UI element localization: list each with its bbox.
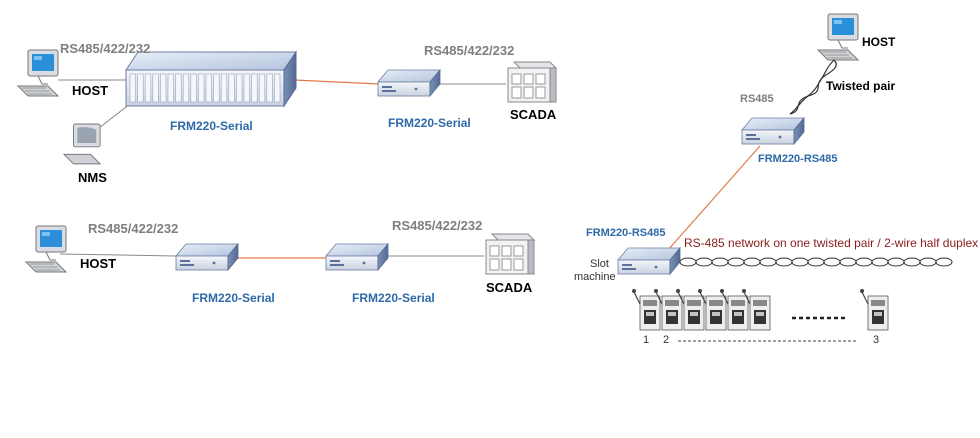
mid-frm-b-label: FRM220-Serial [352, 291, 435, 305]
top-scada-label: SCADA [510, 107, 557, 122]
slot-number-2: 2 [663, 334, 670, 346]
top-right-rs-label: RS485/422/232 [424, 43, 515, 58]
link-rack-box [293, 79, 381, 85]
rack-slot [137, 73, 144, 103]
rack-slot [251, 73, 258, 103]
frm220-rack-icon [125, 50, 297, 108]
rack-slot [160, 73, 167, 103]
rack-slot [175, 73, 182, 103]
frm-rs485-bottom-label: FRM220-RS485 [586, 227, 666, 239]
rack-slot [198, 73, 205, 103]
bus-twist [887, 257, 905, 267]
link-rs485-boxes [667, 145, 761, 251]
rack-slot [220, 73, 228, 103]
bus-twist [743, 257, 761, 267]
bus-twist [919, 257, 937, 267]
slot-number-1: 1 [643, 334, 650, 346]
top-frm-box-label: FRM220-Serial [388, 116, 471, 130]
rack-slot [266, 73, 273, 103]
bus-twist [791, 257, 809, 267]
rack-slot [182, 73, 190, 103]
twisted-pair-icon [789, 59, 837, 115]
mid-scada-label: SCADA [486, 280, 533, 295]
rack-slot [258, 73, 266, 103]
mid-right-rs-label: RS485/422/232 [392, 218, 483, 233]
slot-machine-icon [859, 288, 889, 331]
rack-slot [152, 73, 159, 103]
rack-slot [144, 73, 152, 103]
rack-slot [129, 73, 136, 103]
rack-slot [228, 73, 235, 103]
frm220-serial-box-b-icon [325, 243, 389, 271]
rs485-bus-twisted-pair [679, 257, 953, 267]
bus-twist [775, 257, 793, 267]
right-host-computer-icon [817, 13, 859, 61]
slot-number-3: 3 [873, 334, 880, 346]
rack-slot [167, 73, 174, 103]
bus-twist [807, 257, 825, 267]
bus-twist [695, 257, 713, 267]
mid-host-label: HOST [80, 256, 117, 271]
twisted-pair-label: Twisted pair [826, 79, 896, 93]
rack-slot [236, 73, 243, 103]
bus-twist [727, 257, 745, 267]
rack-slot [213, 73, 220, 103]
mid-frm-a-label: FRM220-Serial [192, 291, 275, 305]
bus-twist [871, 257, 889, 267]
slot-label-line1: Slot [590, 258, 609, 270]
rack-slot [274, 73, 281, 103]
frm220-serial-box-a-icon [175, 243, 239, 271]
frm-rs485-top-label: FRM220-RS485 [758, 153, 838, 165]
bus-twist [679, 257, 697, 267]
slot-machine-icon [631, 288, 661, 331]
bus-twist [759, 257, 777, 267]
right-host-label: HOST [862, 35, 896, 49]
bus-twist [855, 257, 873, 267]
mid-left-rs-label: RS485/422/232 [88, 221, 179, 236]
link-host-box-a [59, 253, 177, 257]
frm220-rs485-top-icon [741, 117, 805, 145]
top-nms-label: NMS [78, 170, 107, 185]
rack-slot [243, 73, 250, 103]
top-host-label: HOST [72, 83, 109, 98]
host-computer-icon-2 [25, 225, 67, 273]
scada-building-icon [507, 61, 557, 103]
top-left-rs-label: RS485/422/232 [60, 41, 151, 56]
bus-twist [935, 257, 953, 267]
frm220-rs485-bottom-icon [617, 247, 681, 275]
slot-label-line2: machine [574, 271, 616, 283]
frm220-serial-box-icon [377, 69, 441, 97]
rack-slot [190, 73, 197, 103]
slot-machines [631, 288, 889, 331]
host-computer-icon [17, 49, 59, 97]
bus-twist [711, 257, 729, 267]
scada-building-icon-2 [485, 233, 535, 275]
nms-computer-icon [62, 123, 102, 165]
network-note-label: RS-485 network on one twisted pair / 2-w… [684, 236, 979, 250]
top-frm-rack-label: FRM220-Serial [170, 119, 253, 133]
bus-twist [839, 257, 857, 267]
rack-slot [205, 73, 212, 103]
bus-twist [903, 257, 921, 267]
rs485-label: RS485 [740, 93, 774, 105]
bus-twist [823, 257, 841, 267]
